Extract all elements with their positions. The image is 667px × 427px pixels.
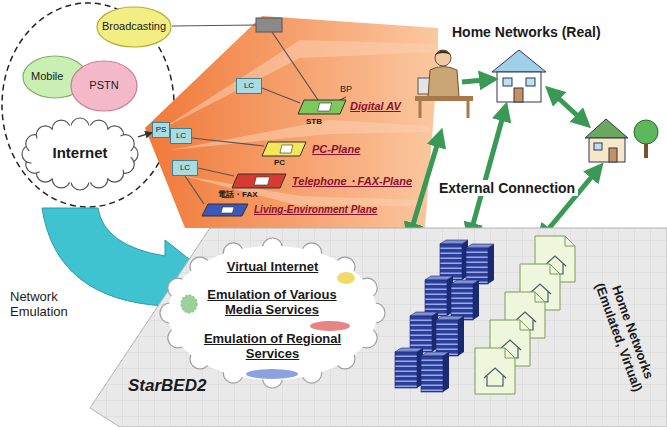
node-text: PC [274, 158, 285, 167]
service-ellipse: Broadcasting [96, 6, 172, 48]
network-boundary [2, 3, 174, 207]
section-title: Home Networks (Real) [452, 24, 601, 40]
gateway-box [256, 18, 282, 32]
wire [262, 88, 300, 103]
node-text: LC [170, 131, 192, 141]
part-label: BP [340, 84, 352, 94]
testbed-platform: StarBED2Virtual InternetEmulation of Var… [90, 224, 667, 427]
node-text: Emulation of Various Media Services [197, 288, 347, 318]
node-text: Internet [22, 144, 138, 161]
node-text: Telephone・FAX-Plane [292, 175, 412, 188]
connection-arrow [462, 80, 484, 82]
node-text: PC-Plane [312, 143, 360, 156]
node-text: PSTN [70, 79, 138, 92]
node-text: Virtual Internet [217, 260, 328, 275]
section-title: External Connection [436, 180, 578, 196]
connection-arrow [472, 116, 503, 228]
internet-cloud: Internet [22, 118, 138, 190]
node-text: LC [236, 81, 262, 91]
connection-arrow [412, 142, 438, 228]
fan-ray [180, 175, 420, 206]
connection-arrow [556, 96, 580, 118]
fan-ray [160, 40, 438, 130]
connector-arrow [138, 133, 152, 137]
emulation-cloud: Virtual InternetEmulation of Various Med… [160, 238, 385, 388]
virtual-home-sheet [475, 236, 575, 394]
node-text: 電話・FAX [218, 190, 258, 199]
line-card-box: LC [236, 78, 262, 94]
node-text: STB [306, 117, 322, 126]
node-text: StarBED2 [128, 376, 206, 396]
service-plane: PC PC-Plane [258, 138, 378, 172]
service-plane: Living-Environment Plane [198, 200, 398, 222]
service-ellipse: PSTN [70, 60, 138, 112]
node-text: Living-Environment Plane [254, 204, 377, 216]
node-text: PS [152, 125, 170, 135]
node-text: Emulation of Regional Services [190, 332, 355, 362]
house-icon [585, 119, 658, 162]
wire [172, 25, 256, 26]
service-fan [145, 16, 438, 228]
service-plane: STB Digital AV [292, 96, 416, 132]
wire [272, 32, 318, 100]
node-text: Digital AV [350, 100, 401, 113]
line-card-box: LC [170, 128, 192, 144]
emulation-arrow [42, 208, 218, 324]
node-text: Broadcasting [96, 20, 172, 33]
wire [198, 168, 234, 176]
service-plane: 電話・FAX Telephone・FAX-Plane [218, 170, 428, 204]
line-card-box: LC [172, 160, 198, 176]
process-label: Network Emulation [10, 290, 85, 320]
wire [192, 138, 264, 146]
house-icon [492, 50, 546, 102]
node-text: Mobile [31, 70, 63, 83]
node-text: LC [172, 163, 198, 173]
line-card-box: PS [152, 122, 170, 138]
wire [185, 176, 204, 204]
server-rack [395, 240, 494, 392]
